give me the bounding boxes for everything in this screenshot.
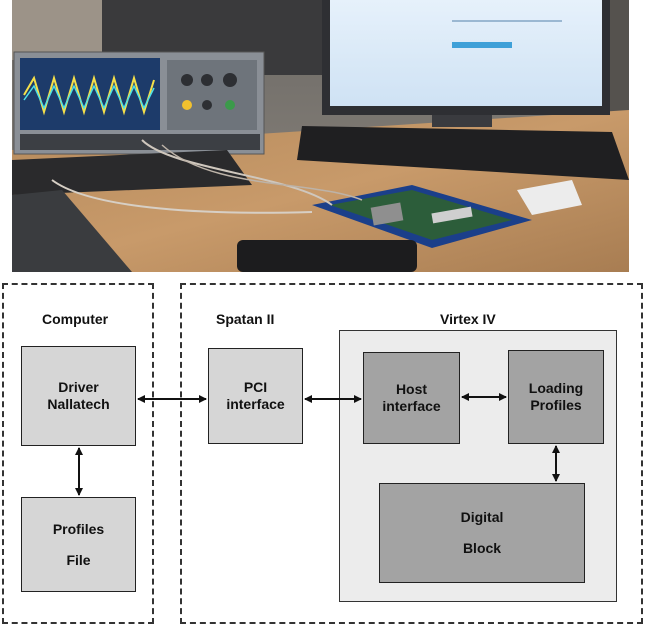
virtex-title: Virtex IV [440, 311, 496, 327]
block-label: Block [462, 540, 502, 556]
profiles-file-block: Profiles File [21, 497, 136, 592]
block-label: PCI [243, 379, 268, 396]
block-label: Profiles [52, 520, 105, 537]
driver-nallatech-block: Driver Nallatech [21, 346, 136, 446]
block-label: Profiles [530, 397, 582, 413]
block-label: File [66, 551, 91, 568]
monitor-icon [322, 0, 610, 127]
block-label: Loading [528, 380, 584, 397]
block-label: Digital [460, 509, 504, 526]
block-label: Host [395, 381, 428, 398]
oscilloscope-icon [13, 51, 265, 155]
computer-region [2, 283, 154, 624]
block-label: interface [226, 396, 285, 412]
loading-profiles-block: Loading Profiles [508, 350, 604, 444]
computer-title: Computer [42, 311, 109, 327]
lab-setup-photo [12, 0, 629, 272]
pci-interface-block: PCI interface [208, 348, 303, 444]
fpga-board-icon [312, 185, 532, 248]
digital-block: Digital Block [379, 483, 585, 583]
block-label: Nallatech [47, 396, 110, 412]
fpga-region [180, 283, 643, 624]
block-label: interface [382, 398, 441, 414]
block-label: Driver [58, 379, 99, 396]
spartan-title: Spatan II [216, 311, 275, 327]
host-interface-block: Host interface [363, 352, 460, 444]
